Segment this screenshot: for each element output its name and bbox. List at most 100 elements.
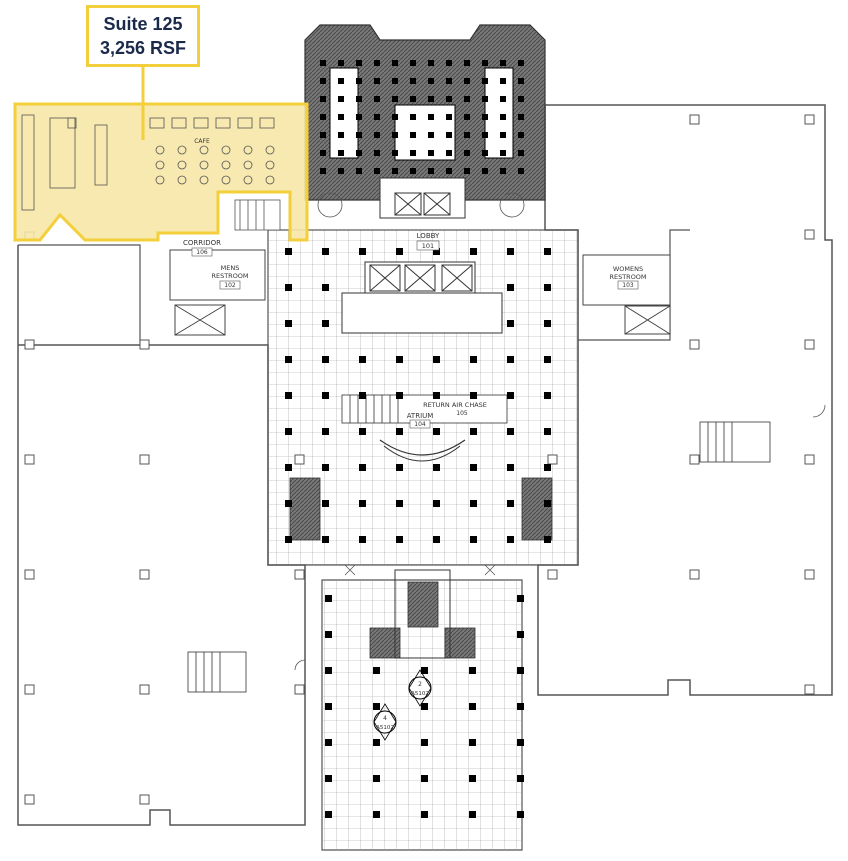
lobby-column: [433, 500, 440, 507]
suite-callout: Suite 125 3,256 RSF: [86, 5, 200, 67]
skylight-column: [518, 132, 524, 138]
skylight-column: [446, 150, 452, 156]
return-air-chase-number: 105: [456, 410, 468, 417]
corridor-label: CORRIDOR: [183, 239, 221, 247]
skylight-column: [428, 78, 434, 84]
skylight-column: [338, 132, 344, 138]
lobby-column: [285, 356, 292, 363]
skylight-column: [482, 150, 488, 156]
cafe-table: [221, 175, 231, 185]
lobby-column: [470, 428, 477, 435]
skylight-column: [500, 168, 506, 174]
lobby-column: [507, 356, 514, 363]
cafe-table: [177, 145, 187, 155]
skylight-column: [500, 60, 506, 66]
lobby-column: [469, 739, 476, 746]
cafe-table: [221, 160, 231, 170]
skylight-column: [320, 168, 326, 174]
lobby-column: [544, 428, 551, 435]
lobby-column: [544, 392, 551, 399]
atrium-stair: [341, 394, 508, 462]
lobby-column: [544, 500, 551, 507]
cafe-table: [221, 145, 231, 155]
skylight-column: [428, 150, 434, 156]
skylight-column: [446, 96, 452, 102]
skylight-column: [338, 96, 344, 102]
cafe-table: [155, 145, 165, 155]
lobby-column: [507, 464, 514, 471]
skylight-column: [320, 78, 326, 84]
skylight-column: [374, 60, 380, 66]
lobby-column: [470, 248, 477, 255]
cafe-table: [155, 175, 165, 185]
section-marker-4: 4 A5102: [373, 703, 397, 741]
lobby-columns: [285, 60, 551, 818]
wing-stairs: [187, 421, 771, 693]
lobby-column: [322, 284, 329, 291]
lobby-column: [396, 464, 403, 471]
skylight-column: [356, 168, 362, 174]
lobby-column: [322, 248, 329, 255]
lobby-column: [396, 356, 403, 363]
atrium-number: 104: [414, 421, 426, 428]
lobby-column: [433, 392, 440, 399]
skylight-column: [518, 78, 524, 84]
lobby-column: [285, 536, 292, 543]
section-marker-2-number: 2: [418, 681, 422, 688]
lobby-column: [285, 248, 292, 255]
skylight-column: [500, 114, 506, 120]
lobby-column: [517, 739, 524, 746]
skylight-column: [410, 114, 416, 120]
lobby-column: [517, 631, 524, 638]
lobby-column: [359, 392, 366, 399]
lobby-column: [373, 739, 380, 746]
skylight-column: [500, 78, 506, 84]
booth: [259, 117, 275, 129]
lobby-column: [285, 284, 292, 291]
mens-restroom-label-2: RESTROOM: [211, 272, 248, 280]
lobby-column: [325, 775, 332, 782]
skylight-column: [428, 132, 434, 138]
lobby-column: [285, 428, 292, 435]
lobby-column: [507, 500, 514, 507]
lobby-column: [322, 500, 329, 507]
lobby-column: [325, 631, 332, 638]
lobby-column: [507, 392, 514, 399]
skylight-column: [446, 168, 452, 174]
skylight-column: [320, 132, 326, 138]
skylight-column: [446, 114, 452, 120]
skylight-column: [428, 168, 434, 174]
lobby-column: [325, 595, 332, 602]
lobby-column: [359, 248, 366, 255]
skylight-column: [374, 78, 380, 84]
lobby-column: [470, 536, 477, 543]
lobby-column: [507, 428, 514, 435]
central-elevators: [341, 261, 503, 334]
skylight-column: [410, 96, 416, 102]
lobby-column: [285, 320, 292, 327]
skylight-column: [428, 96, 434, 102]
lobby-column: [544, 320, 551, 327]
cafe-table: [155, 160, 165, 170]
lobby-column: [433, 536, 440, 543]
skylight-column: [518, 60, 524, 66]
lobby-column: [470, 500, 477, 507]
lobby-column: [421, 739, 428, 746]
lobby-column: [325, 811, 332, 818]
lobby-column: [285, 500, 292, 507]
skylight-column: [320, 96, 326, 102]
womens-restroom-number: 103: [622, 282, 634, 289]
skylight-column: [518, 114, 524, 120]
skylight-column: [392, 168, 398, 174]
skylight-column: [392, 150, 398, 156]
skylight-column: [464, 96, 470, 102]
skylight-column: [338, 150, 344, 156]
mens-restroom-label-1: MENS: [221, 264, 240, 272]
cafe-table: [265, 160, 275, 170]
lobby-column: [469, 703, 476, 710]
lobby-column: [544, 284, 551, 291]
lobby-column: [469, 667, 476, 674]
lobby-column: [359, 536, 366, 543]
lobby-number: 101: [422, 242, 434, 250]
suite-125-area: [13, 102, 309, 242]
